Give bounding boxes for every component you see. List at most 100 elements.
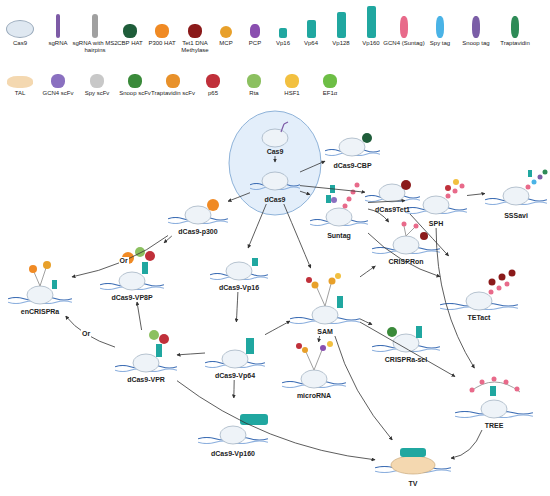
legend-label: EF1α (307, 90, 353, 97)
arrow-connector (300, 191, 310, 194)
arrow-connector (137, 302, 142, 330)
construct-label: Suntag (327, 232, 351, 240)
sph-art (405, 179, 467, 214)
label-stack: TETact (430, 314, 528, 322)
legend-swatch (92, 14, 98, 38)
edge-label: Or (119, 257, 129, 265)
legend-label: GCN4 scFv (35, 90, 81, 97)
construct-label: dCas9-CBP (333, 162, 371, 170)
legend-swatch (337, 12, 346, 38)
construct-node: CRISPRa-sel (372, 318, 440, 364)
construct-label: dCas9-p300 (178, 228, 217, 236)
construct-node: TETact (440, 256, 518, 322)
construct-label: TETact (468, 314, 491, 322)
legend-swatch (155, 24, 169, 38)
label-stack: SPH (395, 220, 477, 228)
arrow-connector (66, 316, 115, 347)
construct-label: TV (409, 480, 418, 488)
legend-label: MCP (203, 40, 249, 47)
legend-swatch (123, 24, 137, 38)
legend-label: Tet1 DNA Methylase (172, 40, 218, 53)
construct-node: dCas9-Vp64 (205, 322, 265, 380)
legend-label: HSF1 (269, 90, 315, 97)
legend-label: PCP (232, 40, 278, 47)
construct-node: dCas9-CBP (325, 128, 380, 170)
legend-swatch (307, 20, 316, 38)
construct-label: SSSavi (504, 212, 528, 220)
tetact-art (440, 270, 518, 311)
sam-art (290, 273, 360, 324)
legend-swatch (7, 76, 33, 88)
label-stack: dCas9-p300 (158, 228, 238, 236)
arrow-connector (300, 186, 365, 193)
arrow-connector (177, 353, 205, 355)
legend-label: Snoop tag (453, 40, 499, 47)
legend-swatch (323, 74, 337, 88)
legend-swatch (188, 24, 202, 38)
construct-label: CRISPRon (389, 258, 424, 266)
legend-label: Rta (231, 90, 277, 97)
legend-swatch (511, 16, 519, 38)
legend-swatch (367, 6, 376, 38)
construct-label: dCas9-Vp16 (219, 284, 259, 292)
label-stack: TREE (445, 422, 543, 430)
legend-swatch (51, 74, 65, 88)
arrow-connector (467, 194, 485, 196)
construct-label: dCas9-Vp64 (215, 372, 255, 380)
vp160-art (198, 414, 268, 444)
edge-label: Or (81, 330, 91, 338)
construct-node: TV (375, 440, 451, 488)
arrow-connector (236, 292, 238, 322)
arrow-connector (335, 336, 392, 440)
construct-label: microRNA (297, 392, 331, 400)
construct-label: TREE (485, 422, 504, 430)
arrow-connector (164, 236, 172, 243)
arrow-connector (72, 236, 168, 277)
construct-node: dCas9-p300 (168, 190, 228, 236)
construct-label: dCas9-VPR (127, 376, 165, 384)
label-stack: microRNA (272, 392, 356, 400)
construct-node: CRISPRon (372, 222, 440, 266)
legend-swatch (128, 74, 142, 88)
arrow-connector (360, 322, 455, 377)
construct-node: dCas9-Vp16 (210, 248, 268, 292)
construct-node: dCas9 (250, 162, 300, 204)
construct-node: dCas9-VP8P (100, 240, 164, 302)
construct-node: SSSavi (485, 160, 547, 220)
suntag-art (310, 183, 368, 227)
construct-node: dCas9-VPR (115, 330, 177, 384)
label-stack: SAM (280, 328, 370, 336)
legend-swatch (400, 16, 408, 38)
legend-label: TAL (0, 90, 43, 97)
label-stack: Cas9 (245, 148, 305, 156)
construct-label: CRISPRa-sel (385, 356, 427, 364)
cas9-ellipse (229, 111, 321, 215)
legend-label: GCN4 (Suntag) (381, 40, 427, 47)
legend-label: Spy tag (417, 40, 463, 47)
construct-node: microRNA (282, 342, 346, 400)
label-stack: CRISPRon (362, 258, 450, 266)
legend-label: Traptavidin (492, 40, 538, 47)
label-stack: dCas9-CBP (315, 162, 390, 170)
legend-label: Traptavidin scFv (150, 90, 196, 97)
tv-art (375, 448, 451, 474)
microrna-art (282, 341, 346, 388)
legend-swatch (56, 14, 60, 38)
construct-node: dCas9Tet1 (365, 176, 420, 214)
legend-swatch (206, 74, 220, 88)
legend-label: sgRNA with MS2 hairpins (72, 40, 118, 53)
legend-swatch (436, 16, 444, 38)
construct-label: SPH (429, 220, 443, 228)
construct-node: Cas9 (255, 120, 295, 156)
legend-label: p65 (190, 90, 236, 97)
tet1-art (365, 180, 420, 202)
label-stack: dCas9-VP8P (90, 294, 174, 302)
arrow-connector (284, 204, 311, 268)
legend-label: Vp128 (318, 40, 364, 47)
arrow-connector (265, 321, 290, 335)
cas9-art (262, 122, 288, 147)
legend-swatch (279, 28, 287, 38)
label-stack: dCas9 (240, 196, 310, 204)
arrow-connector (228, 193, 250, 202)
